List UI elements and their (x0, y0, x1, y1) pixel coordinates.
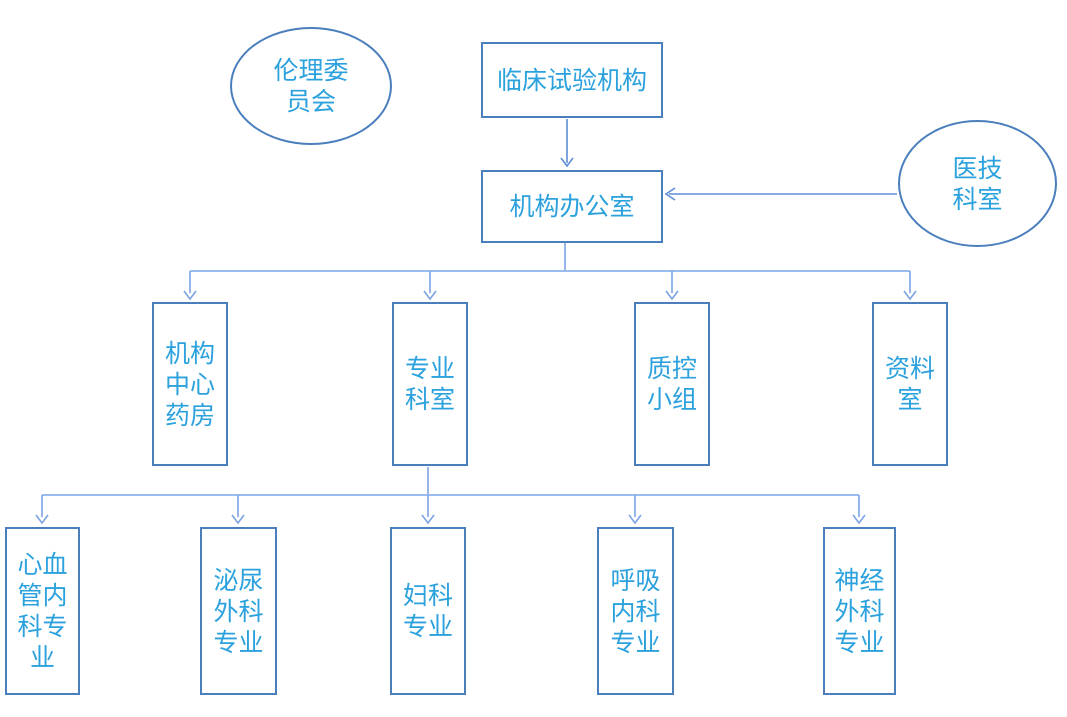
edge-office-to-quality-control (665, 271, 679, 301)
edge-professional-to-neurosurgery (852, 495, 866, 525)
node-quality-control-group-label: 质控小组 (647, 354, 698, 414)
node-archive-room-label: 资料室 (885, 354, 936, 414)
node-neurosurgery: 神经外科专业 (823, 527, 896, 695)
node-medical-tech-department-label: 医技科室 (952, 153, 1003, 214)
node-archive-room: 资料室 (872, 302, 948, 466)
edge-professional-to-respiratory (628, 495, 642, 525)
node-urology: 泌尿外科专业 (200, 527, 277, 695)
edge-professional-to-cardiovascular (35, 495, 49, 525)
node-institution-office: 机构办公室 (481, 170, 663, 243)
node-respiratory-internal-medicine-label: 呼吸内科专业 (610, 565, 661, 657)
node-ethics-committee-label: 伦理委员会 (273, 56, 349, 116)
node-cardiovascular-internal-medicine: 心血管内科专业 (5, 527, 80, 695)
node-medical-tech-department: 医技科室 (898, 120, 1057, 247)
edge-office-to-professional-departments (423, 271, 437, 301)
node-gynecology-label: 妇科专业 (403, 581, 454, 641)
node-urology-label: 泌尿外科专业 (213, 565, 264, 657)
node-clinical-trial-institution: 临床试验机构 (481, 42, 663, 118)
node-ethics-committee: 伦理委员会 (230, 27, 392, 145)
edge-institution-to-office (560, 119, 574, 168)
edge-office-to-central-pharmacy (183, 271, 197, 301)
node-institution-office-label: 机构办公室 (509, 192, 635, 221)
node-professional-departments: 专业科室 (392, 302, 468, 466)
node-neurosurgery-label: 神经外科专业 (834, 565, 885, 657)
node-cardiovascular-internal-medicine-label: 心血管内科专业 (17, 550, 68, 672)
node-clinical-trial-institution-label: 临床试验机构 (496, 65, 647, 95)
node-professional-departments-label: 专业科室 (405, 354, 456, 414)
edge-professional-to-urology (231, 495, 245, 525)
node-quality-control-group: 质控小组 (634, 302, 710, 466)
node-central-pharmacy: 机构中心药房 (152, 302, 228, 466)
edge-office-to-archive-room (903, 271, 917, 301)
edge-professional-to-row4-bar (42, 467, 859, 496)
node-respiratory-internal-medicine: 呼吸内科专业 (597, 527, 674, 695)
edge-professional-to-gynecology (421, 495, 435, 525)
node-central-pharmacy-label: 机构中心药房 (165, 338, 216, 430)
node-gynecology: 妇科专业 (390, 527, 466, 695)
edge-medtech-to-office (664, 187, 897, 201)
edge-office-to-row3-bar (190, 243, 910, 272)
